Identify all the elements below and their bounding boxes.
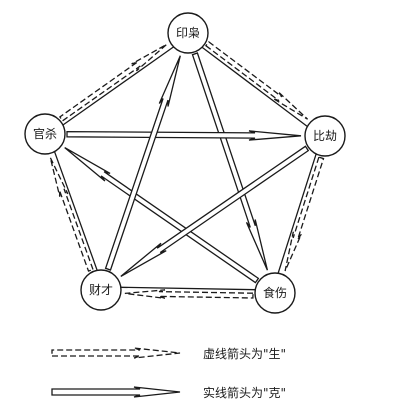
sheng-arrow-yinxiang-to-bijie bbox=[204, 40, 309, 120]
node-bijie: 比劫 bbox=[304, 115, 346, 157]
pentagon-edge-guansha-yinxiang bbox=[62, 46, 174, 126]
ke-arrow-bijie-to-caicai bbox=[120, 145, 310, 277]
node-label-bijie: 比劫 bbox=[313, 129, 337, 143]
ke-arrow-yinxiang-to-shishang bbox=[191, 52, 269, 271]
legend-solid-label: 实线箭头为"克" bbox=[203, 385, 286, 400]
node-guansha: 官杀 bbox=[24, 113, 66, 155]
ke-edges-group bbox=[64, 52, 310, 284]
node-label-guansha: 官杀 bbox=[33, 126, 57, 141]
sheng-arrow-guansha-to-yinxiang bbox=[58, 43, 168, 122]
sheng-arrow-bijie-to-shishang bbox=[284, 156, 325, 272]
node-yinxiang: 印枭 bbox=[167, 12, 209, 54]
pentagon-edge-bijie-shishang bbox=[277, 153, 317, 274]
node-shishang: 食伤 bbox=[254, 272, 296, 314]
pentagon-edge-shishang-caicai bbox=[120, 286, 256, 291]
legend-dashed-arrow-shape bbox=[51, 347, 181, 359]
pentagon-edge-yinxiang-bijie bbox=[201, 46, 308, 127]
pentagon-edge-caicai-guansha bbox=[53, 151, 98, 271]
sheng-arrow-shishang-to-caicai bbox=[124, 289, 254, 299]
node-caicai: 财才 bbox=[80, 269, 122, 311]
ke-arrow-guansha-to-bijie bbox=[66, 130, 302, 141]
node-label-shishang: 食伤 bbox=[263, 285, 287, 300]
legend-dashed-label: 虚线箭头为"生" bbox=[203, 346, 286, 361]
sheng-arrow-caicai-to-guansha bbox=[49, 157, 94, 272]
legend-dashed-arrow bbox=[51, 347, 181, 359]
node-label-yinxiang: 印枭 bbox=[176, 25, 200, 40]
legend: 虚线箭头为"生" 实线箭头为"克" bbox=[51, 346, 286, 400]
legend-solid-arrow bbox=[51, 386, 181, 398]
node-label-caicai: 财才 bbox=[89, 283, 113, 297]
ke-arrow-shishang-to-guansha bbox=[64, 147, 260, 284]
ke-arrow-caicai-to-yinxiang bbox=[104, 55, 181, 271]
legend-solid-arrow-shape bbox=[51, 386, 181, 398]
sheng-edges-group bbox=[49, 40, 325, 299]
